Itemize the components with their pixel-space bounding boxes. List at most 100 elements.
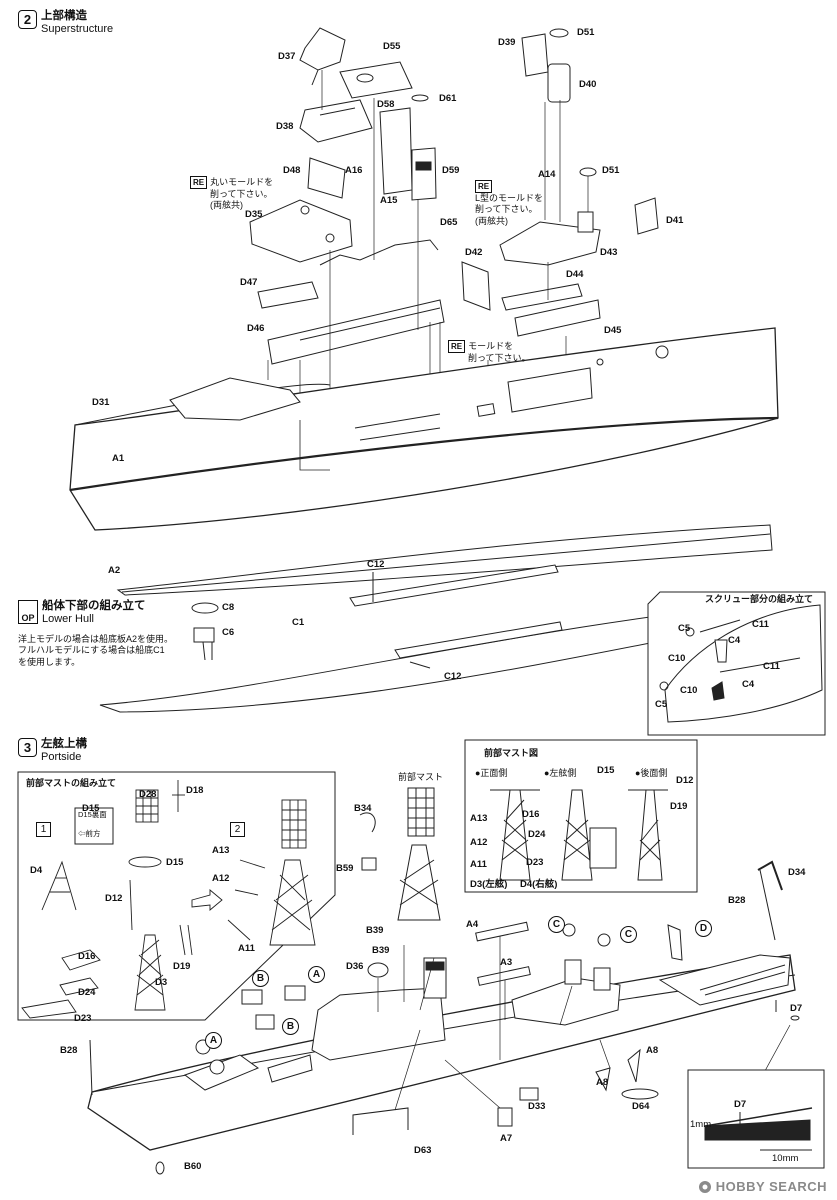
scale-1mm: 1mm <box>690 1119 712 1130</box>
part-label-d15-3: D15 <box>597 765 615 776</box>
part-label-d12-2: D12 <box>676 775 694 786</box>
part-label-a3: A3 <box>500 957 513 968</box>
callout-c-2: C <box>620 926 637 943</box>
portside-hull <box>87 860 800 1175</box>
part-label-d63: D63 <box>414 1145 432 1156</box>
part-label-c5-1: C5 <box>678 623 691 634</box>
part-d47-rail <box>257 281 319 309</box>
part-label-a8-2: A8 <box>596 1077 609 1088</box>
part-label-a7: A7 <box>500 1133 513 1144</box>
part-label-c4-1: C4 <box>728 635 741 646</box>
part-label-d55: D55 <box>383 41 401 52</box>
part-label-b39-1: B39 <box>366 925 384 936</box>
mast-d3-label: D3(左舷) <box>470 879 508 890</box>
part-label-d34: D34 <box>788 867 806 878</box>
part-label-d65: D65 <box>440 217 458 228</box>
part-label-d18: D18 <box>186 785 204 796</box>
part-d58-funnel <box>379 94 437 201</box>
part-label-d43: D43 <box>600 247 618 258</box>
part-label-d59: D59 <box>442 165 460 176</box>
part-label-a4: A4 <box>466 919 479 930</box>
part-label-d31: D31 <box>92 397 110 408</box>
part-label-d4-1: D4 <box>30 865 43 876</box>
part-label-d16-2: D16 <box>522 809 540 820</box>
part-label-a11-2: A11 <box>470 859 487 870</box>
part-label-d39: D39 <box>498 37 516 48</box>
part-label-a13-1: A13 <box>212 845 230 856</box>
part-label-b60: B60 <box>184 1161 202 1172</box>
part-label-a12-2: A12 <box>470 837 488 848</box>
part-label-d64: D64 <box>632 1101 650 1112</box>
d15-note: D15裏面 ⇦前方 <box>78 810 107 839</box>
part-label-d16-1: D16 <box>78 951 96 962</box>
part-label-a15: A15 <box>380 195 398 206</box>
part-label-d7-1: D7 <box>790 1003 803 1014</box>
scale-detail-box <box>687 1069 825 1169</box>
part-label-d51-2: D51 <box>602 165 620 176</box>
step-number-2: 2 <box>18 10 37 29</box>
part-label-d24-2: D24 <box>528 829 546 840</box>
mast-step-1: 1 <box>36 822 51 837</box>
re-note-2: RE L型のモールドを 削って下さい。 (両舷共) <box>475 180 544 226</box>
part-label-d47: D47 <box>240 277 258 288</box>
watermark-text: HOBBY SEARCH <box>715 1179 827 1194</box>
part-label-d41: D41 <box>666 215 684 226</box>
mast-step-2: 2 <box>230 822 245 837</box>
part-label-c6: C6 <box>222 627 235 638</box>
part-label-c12-2: C12 <box>444 671 462 682</box>
lower-hull-title-en: Lower Hull <box>42 612 94 625</box>
section-2-title-en: Superstructure <box>41 22 114 35</box>
part-label-c11-1: C11 <box>752 619 769 630</box>
part-label-d36: D36 <box>346 961 364 972</box>
part-label-d12-1: D12 <box>105 893 123 904</box>
mast-port-label: ●左舷側 <box>544 768 577 778</box>
part-label-a11-1: A11 <box>238 943 255 954</box>
part-label-b39-2: B39 <box>372 945 390 956</box>
part-label-a8-1: A8 <box>646 1045 659 1056</box>
part-d39-d40 <box>521 28 571 103</box>
part-label-d51-1: D51 <box>577 27 595 38</box>
part-label-d42: D42 <box>465 247 483 258</box>
front-mast-art <box>359 787 441 921</box>
part-label-d38: D38 <box>276 121 294 132</box>
part-d48-block <box>307 157 346 199</box>
part-d55-deck <box>339 61 413 99</box>
front-mast-label: 前部マスト <box>398 772 444 782</box>
part-label-d23-1: D23 <box>74 1013 92 1024</box>
lower-hull-title-jp: 船体下部の組み立て <box>42 600 146 612</box>
callout-c-1: C <box>548 916 565 933</box>
part-label-d15-2: D15 <box>166 857 184 868</box>
part-label-d19-1: D19 <box>173 961 191 972</box>
part-label-d45: D45 <box>604 325 622 336</box>
part-label-c11-2: C11 <box>763 661 780 672</box>
mast-box-title: 前部マストの組み立て <box>26 778 117 788</box>
part-d43-gun-deck <box>499 167 601 266</box>
part-label-d35: D35 <box>245 209 263 220</box>
part-label-a13-2: A13 <box>470 813 488 824</box>
part-label-d37: D37 <box>278 51 296 62</box>
hull-board-a2 <box>116 524 773 596</box>
part-label-d40: D40 <box>579 79 597 90</box>
section-2-title-jp: 上部構造 <box>41 10 87 22</box>
op-badge: OP <box>18 600 38 624</box>
mast-diagram-box <box>464 739 698 893</box>
part-label-b59: B59 <box>336 863 354 874</box>
mast-front-label: ●正面側 <box>475 768 508 778</box>
mast-rear-label: ●後面側 <box>635 768 668 778</box>
part-label-a1: A1 <box>112 453 125 464</box>
part-label-d15-1: D15 <box>82 803 100 814</box>
part-label-c10-1: C10 <box>668 653 686 664</box>
lower-hull-c1 <box>99 564 813 713</box>
step-number-3: 3 <box>18 738 37 757</box>
part-label-a12-1: A12 <box>212 873 230 884</box>
part-label-c10-2: C10 <box>680 685 698 696</box>
part-label-d24-1: D24 <box>78 987 96 998</box>
mast-diagram-title: 前部マスト図 <box>484 748 539 758</box>
part-d46-wall <box>267 299 445 365</box>
watermark: HOBBY SEARCH <box>698 1179 827 1194</box>
part-label-a2: A2 <box>108 565 121 576</box>
part-label-b34: B34 <box>354 803 372 814</box>
part-d65-wall <box>319 239 439 266</box>
